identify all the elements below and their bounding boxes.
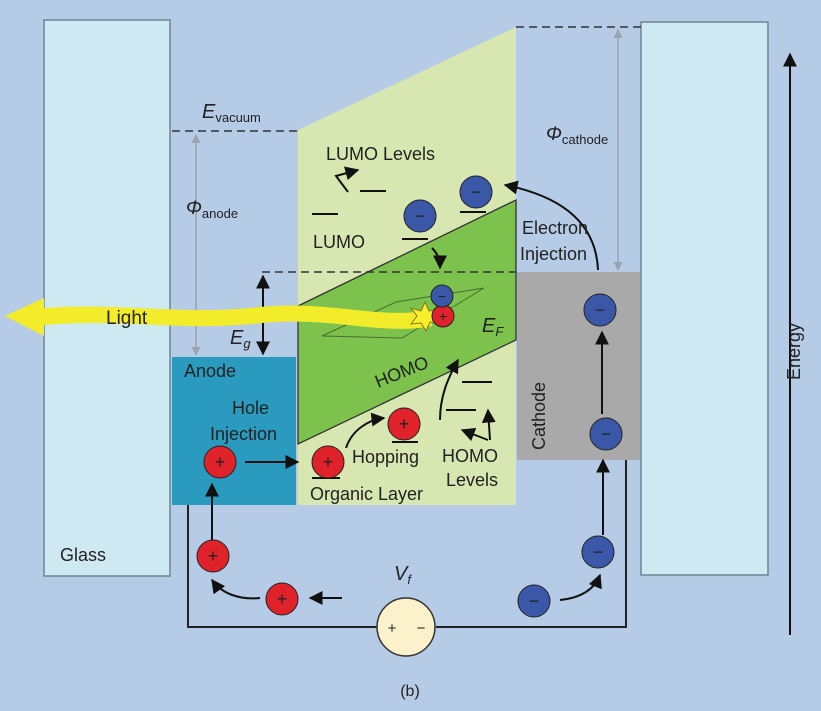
electron: − <box>583 293 617 327</box>
electron: − <box>459 175 493 209</box>
electron: − <box>589 417 623 451</box>
homo-levels-label-line2: Levels <box>446 470 498 490</box>
svg-text:+: + <box>277 589 288 609</box>
hole: + <box>387 407 421 441</box>
hole: + <box>265 582 299 616</box>
homo-levels-label-line1: HOMO <box>442 446 498 466</box>
cathode-label: Cathode <box>529 382 549 450</box>
svg-text:−: − <box>529 591 540 611</box>
organic-layer-label: Organic Layer <box>310 484 423 504</box>
lumo-level-bars <box>312 190 486 240</box>
e-f-label: EF <box>482 315 504 339</box>
svg-text:−: − <box>471 182 482 202</box>
figure-caption: (b) <box>400 683 420 700</box>
hole: + <box>311 445 345 479</box>
e-g-label: Eg <box>230 327 251 351</box>
svg-text:−: − <box>438 288 446 304</box>
light-arrow <box>5 298 432 336</box>
electron-injection-label-line2: Injection <box>520 244 587 264</box>
anode-label: Anode <box>184 361 236 381</box>
hole: + <box>431 304 455 328</box>
glass-panel-left <box>43 19 171 577</box>
hole-injection-label-line2: Injection <box>210 424 277 444</box>
e-vacuum-label: Evacuum <box>202 101 261 125</box>
phi-anode-label: Φanode <box>186 198 238 221</box>
glass-label: Glass <box>60 545 106 565</box>
svg-text:+: + <box>208 546 219 566</box>
svg-text:−: − <box>415 206 426 226</box>
hole: + <box>203 445 237 479</box>
svg-text:−: − <box>595 300 606 320</box>
voltage-source: + − <box>376 597 436 657</box>
svg-text:−: − <box>593 542 604 562</box>
hole-injection-label-line1: Hole <box>232 398 269 418</box>
svg-text:−: − <box>601 424 612 444</box>
voltage-label: Vf <box>394 563 412 587</box>
svg-text:+: + <box>439 308 447 324</box>
hopping-label: Hopping <box>352 447 419 467</box>
circuit-wire-right <box>436 460 627 628</box>
electron: − <box>581 535 615 569</box>
svg-text:+: + <box>388 620 397 637</box>
flow-arrows <box>205 52 797 635</box>
svg-text:+: + <box>399 414 410 434</box>
electron: − <box>517 584 551 618</box>
svg-text:−: − <box>417 620 426 637</box>
lumo-levels-label: LUMO Levels <box>326 144 435 164</box>
svg-text:+: + <box>215 452 226 472</box>
energy-axis-label: Energy <box>784 323 804 380</box>
svg-text:+: + <box>323 452 334 472</box>
light-label: Light <box>106 308 148 329</box>
electron-injection-label-line1: Electron <box>522 218 588 238</box>
lumo-label: LUMO <box>313 232 365 252</box>
phi-cathode-label: Φcathode <box>546 124 608 147</box>
anode-block <box>172 357 296 505</box>
glass-panel-right <box>640 21 769 576</box>
electron: − <box>403 199 437 233</box>
circuit-wire <box>187 505 380 628</box>
hole: + <box>196 539 230 573</box>
electron: − <box>430 284 454 308</box>
